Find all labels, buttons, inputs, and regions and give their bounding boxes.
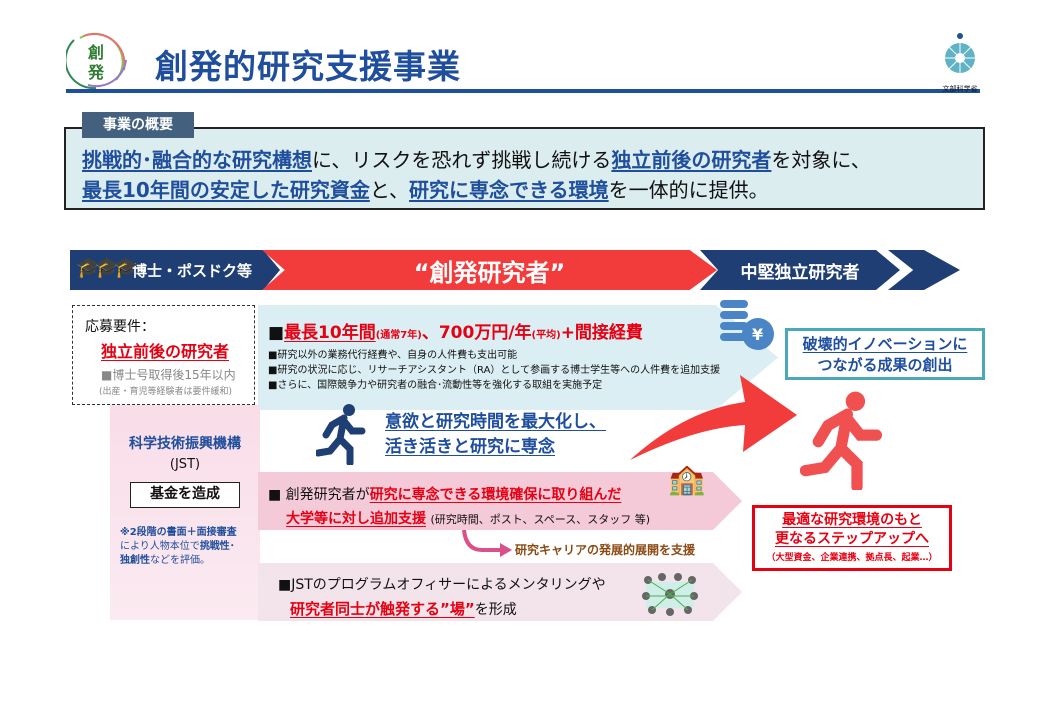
review-line-1: ※2段階の書面＋面接審査 [120,527,237,538]
summary-highlight: 研究に専念できる環境 [409,178,609,202]
stage-mid: 中堅独立研究者 [700,250,900,290]
summary-text: を一体的に提供。 [608,178,769,202]
funding-bullet: ■さらに、国際競争力や研究者の融合･流動性等を強化する取組を実施予定 [268,380,603,391]
motivation-text: 意欲と研究時間を最大化し、 活き活きと研究に専念 [385,410,606,460]
stage-souhatsu: “創発研究者” [262,250,717,290]
review-originality: 独創性 [120,555,150,566]
summary-highlight: 独立前後の研究者 [611,148,772,172]
review-line-3: などを評価。 [150,555,210,566]
page-title: 創発的研究支援事業 [155,47,461,86]
jst-name: 科学技術振興機構 [129,436,241,452]
career-text: 研究キャリアの発展的展開を支援 [515,543,696,557]
summary-line-1: 挑戦的･融合的な研究構想に、リスクを恐れず挑戦し続ける独立前後の研究者を対象に、 [82,145,983,175]
summary-highlight: 挑戦的･融合的な研究構想 [82,148,312,172]
univ-support-text: ■ 創発研究者が研究に専念できる環境確保に取り組んだ 大学等に対し追加支援 (研… [268,483,650,532]
svg-text:創: 創 [87,43,104,62]
graduates-icon: 🎓🎓🎓 [76,255,139,279]
requirements-note: (出産・育児等経験者は要件緩和) [99,387,233,397]
summary-line-2: 最長10年間の安定した研究資金と、研究に専念できる環境を一体的に提供。 [82,175,983,205]
university-icon: 🏫 [668,462,706,497]
univ-support-note: (研究時間、ポスト、スペース、スタッフ 等) [430,513,650,526]
outcome-line-1: 破壊的イノベーションに [802,335,968,353]
mentoring-post: を形成 [474,602,517,618]
requirements-main: 独立前後の研究者 [101,342,230,361]
stepup-note: （大型資金、企業連携、拠点長、起業…） [766,553,938,563]
funding-bullets: ■研究以外の業務代行経費や、自身の人件費も支出可能 ■研究の状況に応じ、リサーチ… [268,348,720,393]
step-up-box: 最適な研究環境のもと 更なるステップアップへ （大型資金、企業連携、拠点長、起業… [752,505,952,571]
funding-duration-note: (通常7年) [375,330,422,341]
funding-duration: 最長10年間 [284,323,376,343]
summary-highlight: 最長10年間の安定した研究資金 [82,178,370,202]
review-line-2: により人物本位で [120,541,200,552]
svg-text:発: 発 [87,63,105,82]
fund-box: 基金を造成 [130,482,240,508]
mentoring-line-1: ■JSTのプログラムオフィサーによるメンタリングや [278,577,606,593]
funding-amount: 、700万円/年 [421,323,532,343]
innovation-outcome-box: 破壊的イノベーションに つながる成果の創出 [785,328,985,380]
runner-blue-icon [314,403,366,469]
summary-box: 挑戦的･融合的な研究構想に、リスクを恐れず挑戦し続ける独立前後の研究者を対象に、… [64,127,985,210]
review-challenge: 挑戦性･ [199,541,235,552]
requirements-box: 応募要件： 独立前後の研究者 ■博士号取得後15年以内 (出産・育児等経験者は要… [72,305,255,405]
motivation-line-2: 活き活きと研究に専念 [385,437,555,457]
stepup-line-2: 更なるステップアップへ [775,531,929,547]
jst-column: 科学技術振興機構 (JST) 基金を造成 ※2段階の書面＋面接審査 により人物本… [110,405,260,620]
univ-support-hl1: 研究に専念できる環境確保に取り組んだ [369,487,622,503]
souhatsu-logo: 創発 [64,30,128,90]
motivation-line-1: 意欲と研究時間を最大化し、 [385,412,606,432]
stage-phd-label: 博士・ポスドク等 [132,261,253,280]
funding-band [258,305,778,410]
summary-text: に、リスクを恐れず挑戦し続ける [312,148,612,172]
univ-support-hl2: 大学等に対し追加支援 [286,511,426,527]
funding-headline: ■最長10年間(通常7年)、700万円/年(平均)+間接経費 [268,323,643,343]
funding-bullet: ■研究の状況に応じ、リサーチアシスタント（RA）として参画する博士学生等への人件… [268,365,721,376]
summary-text: を対象に、 [771,148,871,172]
mentoring-hl: 研究者同士が触発する”場” [290,600,475,618]
univ-support-band [258,472,742,530]
runner-red-icon [799,390,885,494]
summary-text: と、 [369,178,410,202]
requirements-label: 応募要件： [85,319,155,335]
review-note: ※2段階の書面＋面接審査 により人物本位で挑戦性･ 独創性などを評価。 [110,526,260,568]
funding-indirect: +間接経費 [560,323,643,343]
jst-abbr: (JST) [169,457,201,472]
stage-phd: 🎓🎓🎓 博士・ポスドク等 [70,250,280,290]
mentoring-text: ■JSTのプログラムオフィサーによるメンタリングや 研究者同士が触発する”場”を… [278,573,606,622]
funding-amount-note: (平均) [531,330,561,341]
title-underline [66,89,980,93]
ministry-logo: 文部科学省 [938,30,982,93]
outcome-line-2: つながる成果の創出 [817,356,953,374]
funding-bullet: ■研究以外の業務代行経費や、自身の人件費も支出可能 [268,350,518,361]
svg-text:¥: ¥ [752,325,763,344]
univ-support-pre: ■ 創発研究者が [268,487,370,503]
network-icon [640,572,700,621]
coins-yen-icon: ¥ [718,298,778,354]
ministry-name: 文部科学省 [942,85,978,93]
stepup-line-1: 最適な研究環境のもと [782,512,922,528]
summary-tab: 事業の概要 [82,112,194,138]
requirements-cond: ■博士号取得後15年以内 [101,368,236,382]
growth-arrow [625,370,800,469]
career-arrow-icon [458,529,518,566]
